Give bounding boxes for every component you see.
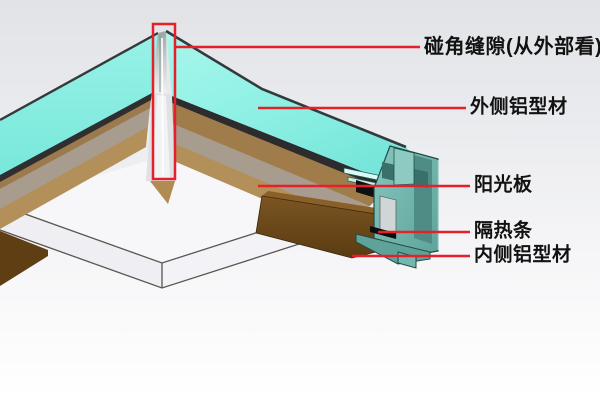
corner-gap-highlight-box bbox=[151, 22, 177, 181]
label-corner-gap: 碰角缝隙(从外部看) bbox=[424, 36, 600, 58]
sun-panel-inner-corner bbox=[146, 176, 176, 204]
left-arm-bands bbox=[0, 31, 159, 286]
label-thermal-break: 隔热条 bbox=[474, 220, 533, 242]
profile-cross-section bbox=[343, 145, 439, 269]
label-sun-panel: 阳光板 bbox=[474, 174, 533, 196]
sun-panel-top bbox=[171, 103, 386, 206]
outer-profile-top-left bbox=[0, 34, 158, 175]
sun-panel-left-cut bbox=[0, 231, 48, 286]
annotation-overlay bbox=[151, 22, 470, 258]
right-arm-bands bbox=[165, 29, 410, 239]
label-inner-profile: 内侧铝型材 bbox=[474, 244, 572, 266]
label-outer-profile: 外侧铝型材 bbox=[470, 96, 568, 118]
glazing-gasket bbox=[356, 180, 376, 198]
